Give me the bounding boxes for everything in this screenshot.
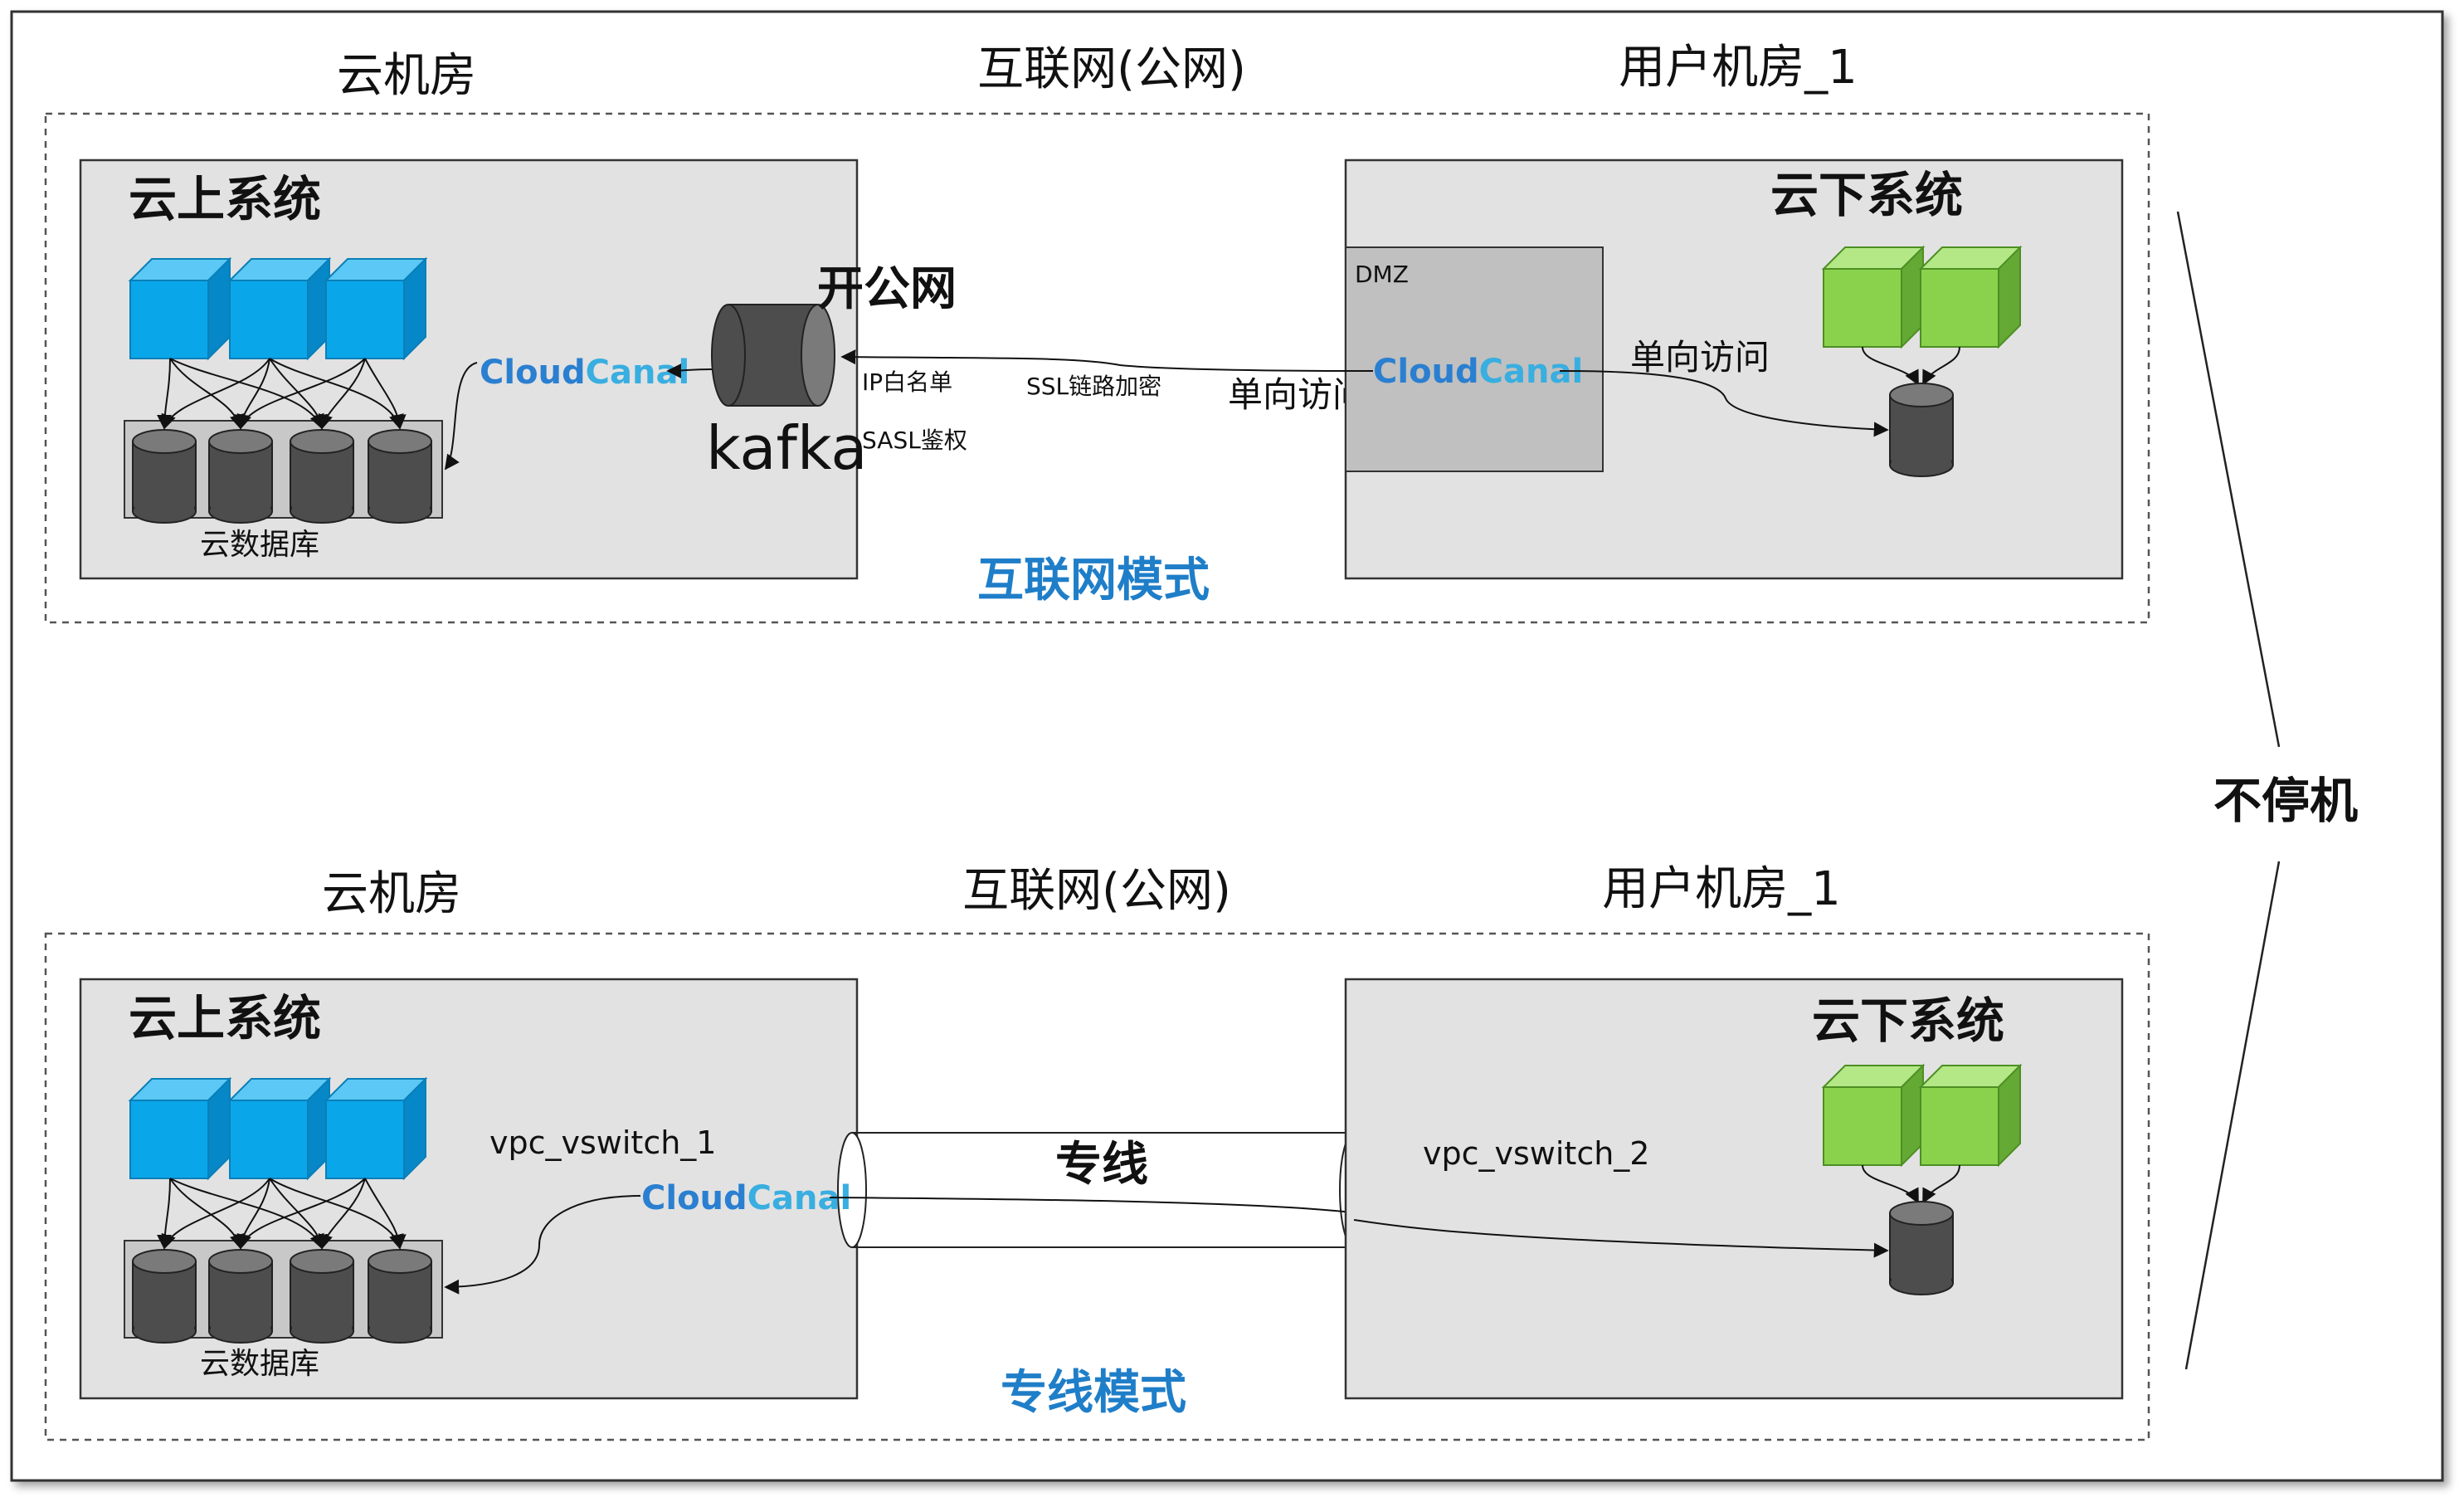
dedicated-line-label: 专线 — [1055, 1138, 1148, 1192]
top-middle-region-label: 互联网(公网) — [977, 42, 1246, 96]
database-cylinder-icon — [1889, 383, 1954, 477]
cloudcanal-to-db-arrow — [444, 362, 478, 471]
cloudcanal-to-local-db-arrow — [1559, 370, 1889, 437]
cube-icon — [129, 1078, 231, 1179]
top-cloud-db-label: 云数据库 — [200, 528, 319, 562]
top-cloud-system-title: 云上系统 — [129, 171, 321, 227]
bottom-cloud-system-title: 云上系统 — [129, 990, 321, 1046]
database-cylinder-icon — [368, 1249, 432, 1344]
bottom-local-system-panel — [1344, 978, 2124, 1400]
cloudcanal-logo: CloudCanal — [1373, 353, 1583, 391]
internet-mode-section: 云机房 互联网(公网) 用户机房_1 云上系统 云数据库 — [44, 41, 2150, 624]
bottom-cube-db-connectors — [157, 1178, 407, 1250]
dmz-label: DMZ — [1355, 261, 1409, 288]
cloudcanal-logo: CloudCanal — [480, 354, 689, 392]
database-cylinder-icon — [368, 429, 432, 524]
cube-icon — [1823, 246, 1924, 348]
ssl-encryption-label: SSL链路加密 — [1026, 373, 1161, 400]
open-public-network-label: 开公网 — [817, 262, 957, 316]
database-cylinder-icon — [290, 429, 354, 524]
bottom-dashed-border — [44, 932, 2150, 1441]
cube-icon — [325, 258, 426, 359]
database-cylinder-icon — [208, 1249, 273, 1344]
top-right-region-label: 用户机房_1 — [1619, 41, 1858, 95]
top-blue-cubes — [129, 258, 426, 359]
ip-whitelist-label: IP白名单 — [862, 368, 952, 396]
top-left-region-label: 云机房 — [337, 49, 476, 103]
dedicated-line-arrow-segment — [1353, 1219, 1889, 1258]
dmz-zone — [1345, 246, 1604, 472]
vpc-vswitch-1-label: vpc_vswitch_1 — [489, 1124, 716, 1161]
bottom-middle-region-label: 互联网(公网) — [962, 864, 1231, 918]
dedicated-line-mode-title: 专线模式 — [1001, 1366, 1186, 1420]
kafka-to-cloudcanal-arrow — [666, 363, 713, 378]
cube-icon — [1920, 246, 2021, 348]
cube-icon — [229, 1078, 330, 1179]
cube-icon — [129, 258, 231, 359]
dmz-to-kafka-arrow — [840, 349, 1374, 372]
cube-icon — [325, 1078, 426, 1179]
green-cube-connector — [1922, 346, 1960, 386]
bottom-cloud-db-label: 云数据库 — [200, 1347, 319, 1381]
green-cube-connector — [1862, 1164, 1919, 1204]
database-cylinder-icon — [132, 429, 197, 524]
cube-icon — [1920, 1065, 2021, 1166]
internet-mode-title: 互联网模式 — [977, 554, 1210, 607]
sasl-auth-label: SASL鉴权 — [862, 427, 967, 454]
one-way-access-label-2: 单向访问 — [1630, 337, 1770, 378]
database-cylinder-icon — [290, 1249, 354, 1344]
database-cylinder-icon — [208, 429, 273, 524]
vpc-vswitch-2-label: vpc_vswitch_2 — [1423, 1135, 1649, 1172]
kafka-label: kafka — [706, 413, 867, 483]
bottom-local-system-title: 云下系统 — [1812, 993, 2004, 1049]
green-cube-connector — [1862, 346, 1919, 386]
top-local-system-title: 云下系统 — [1770, 167, 1963, 223]
top-dashed-border — [44, 112, 2150, 624]
database-cylinder-icon — [132, 1249, 197, 1344]
top-cube-db-connectors — [157, 358, 407, 430]
cloudcanal-to-db-arrow — [444, 1195, 641, 1295]
bottom-left-region-label: 云机房 — [322, 867, 461, 921]
green-cube-connector — [1922, 1164, 1960, 1204]
one-way-access-label: 单向访问 — [1228, 374, 1367, 415]
cloudcanal-logo: CloudCanal — [641, 1179, 851, 1217]
no-downtime-label: 不停机 — [2213, 773, 2358, 829]
dedicated-line-mode-section: 云机房 互联网(公网) 用户机房_1 云上系统 云数据库 vpc_vswitc — [44, 862, 2150, 1441]
cube-icon — [229, 258, 330, 359]
cube-icon — [1823, 1065, 1924, 1166]
kafka-cylinder-icon — [711, 304, 835, 407]
no-downtime-bracket: 不停机 — [2176, 211, 2358, 1370]
bottom-right-region-label: 用户机房_1 — [1602, 862, 1841, 916]
database-cylinder-icon — [1889, 1201, 1954, 1295]
